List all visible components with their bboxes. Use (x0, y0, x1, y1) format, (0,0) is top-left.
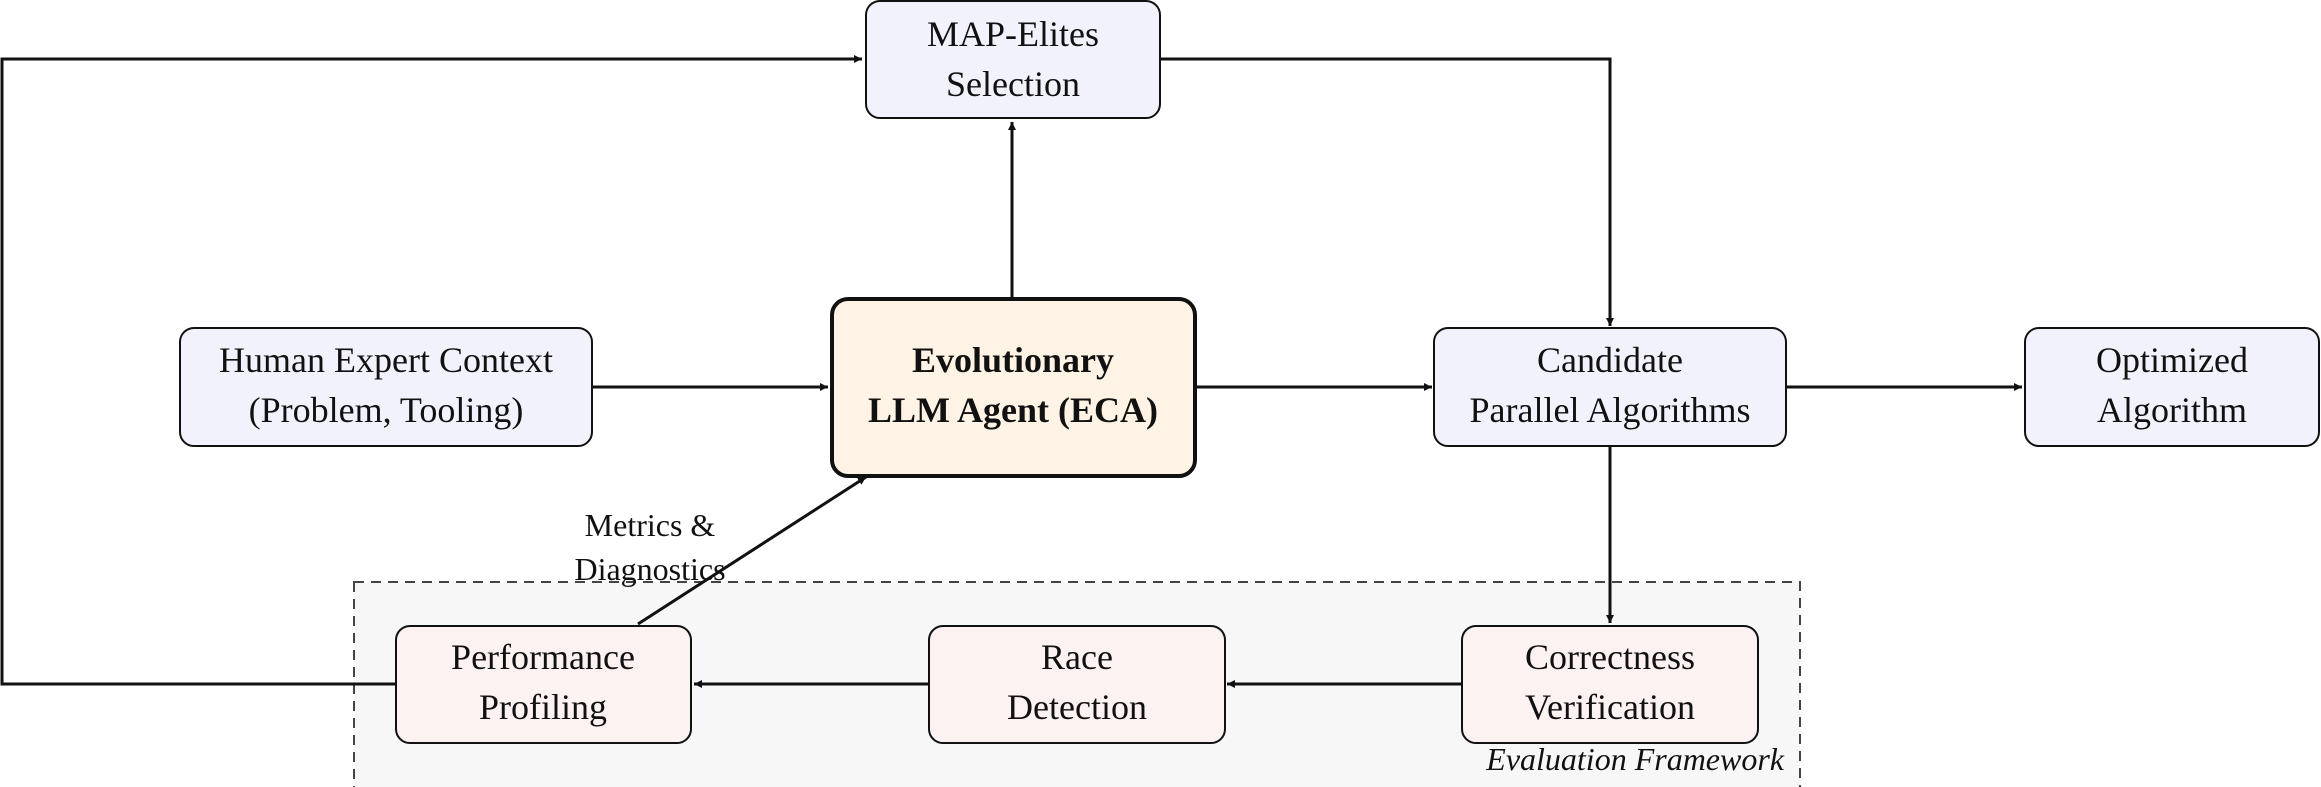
node-candidates: Candidate Parallel Algorithms (1433, 327, 1787, 447)
node-llm-agent-line2: LLM Agent (ECA) (868, 390, 1158, 430)
node-llm-agent: Evolutionary LLM Agent (ECA) (830, 297, 1197, 478)
node-candidates-line1: Candidate (1537, 340, 1683, 380)
node-correctness: Correctness Verification (1461, 625, 1759, 744)
node-race-box (928, 625, 1226, 744)
node-race-line2: Detection (1007, 687, 1147, 727)
node-profiling-line1: Performance (451, 637, 635, 677)
edge-label-metrics: Metrics & Diagnostics (574, 507, 725, 587)
edge-profiling-to-agent (637, 475, 867, 626)
node-human-context-line1: Human Expert Context (219, 340, 553, 380)
node-map-elites-line2: Selection (946, 64, 1080, 104)
node-map-elites-box (865, 0, 1161, 119)
node-human-context-box (179, 327, 593, 447)
evaluation-framework-label: Evaluation Framework (1485, 741, 1785, 777)
node-map-elites: MAP-Elites Selection (865, 0, 1161, 119)
node-race-line1: Race (1041, 637, 1113, 677)
node-profiling-box (395, 625, 692, 744)
node-correctness-box (1461, 625, 1759, 744)
node-optimized-box (2024, 327, 2320, 447)
node-profiling-line2: Profiling (479, 687, 607, 727)
node-human-context: Human Expert Context (Problem, Tooling) (179, 327, 593, 447)
edge-profiling-to-map-elites (0, 55, 862, 686)
node-candidates-line2: Parallel Algorithms (1470, 390, 1751, 430)
edges (0, 55, 2022, 688)
node-optimized-line2: Algorithm (2097, 390, 2247, 430)
node-correctness-line1: Correctness (1525, 637, 1695, 677)
node-correctness-line2: Verification (1525, 687, 1695, 727)
edge-map-elites-to-candidates (1160, 57, 1614, 326)
node-llm-agent-box (830, 297, 1197, 478)
node-human-context-line2: (Problem, Tooling) (249, 390, 524, 430)
edge-label-line1: Metrics & (585, 507, 716, 543)
node-profiling: Performance Profiling (395, 625, 692, 744)
edge-label-line2: Diagnostics (574, 551, 725, 587)
node-optimized: Optimized Algorithm (2024, 327, 2320, 447)
node-llm-agent-line1: Evolutionary (912, 340, 1114, 380)
node-optimized-line1: Optimized (2096, 340, 2248, 380)
node-race: Race Detection (928, 625, 1226, 744)
node-candidates-box (1433, 327, 1787, 447)
node-map-elites-line1: MAP-Elites (927, 14, 1099, 54)
